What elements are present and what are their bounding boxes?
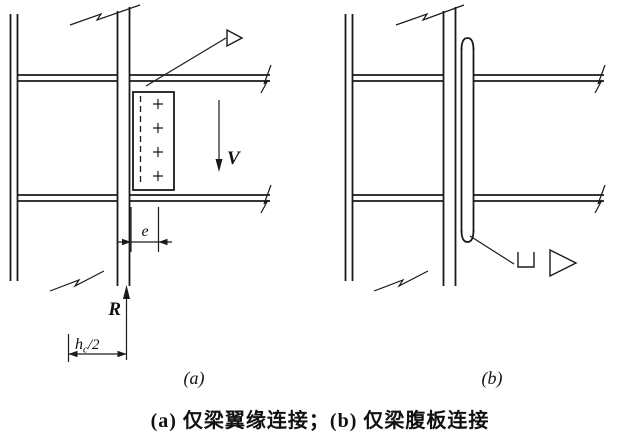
shear-force-label: V [227, 148, 241, 169]
down-arrow-icon [215, 159, 223, 172]
shear-force-arrow: V [215, 100, 241, 172]
eccentricity-dimension: e [117, 207, 172, 252]
weld-flag-icon [226, 28, 244, 48]
column-half-depth-dimension: hc/2 [67, 334, 127, 362]
figure-caption: (a) 仅梁翼缘连接；(b) 仅梁腹板连接 [150, 410, 490, 432]
half-depth-label: hc/2 [75, 336, 100, 356]
adjacent-member-a [9, 14, 19, 281]
break-symbol-top-b [395, 4, 465, 26]
break-symbol-top-a [69, 4, 141, 26]
plate-bottom-return [460, 229, 475, 243]
web-connection-plate [460, 37, 475, 243]
left-beam-flanges-a [17, 74, 117, 202]
diagram-b: (b) [344, 4, 606, 389]
weld-flag-icon [549, 248, 578, 278]
beam-break-symbols-a [260, 64, 272, 214]
dim-arrow-icon [117, 350, 127, 358]
reaction-arrow: R [107, 285, 130, 360]
column-a [116, 7, 131, 286]
eccentricity-label: e [141, 223, 148, 240]
break-symbol-bottom-a [49, 270, 105, 292]
weld-leader-a [145, 28, 244, 87]
bolt-symbols [153, 99, 163, 181]
diagram-a-label: (a) [184, 368, 205, 389]
plate-outline [132, 91, 175, 191]
column-b [442, 7, 457, 286]
diagram-a: V e R hc/2 (a) [9, 4, 272, 389]
weld-leader-b [469, 235, 578, 278]
bolted-connection-plate [132, 91, 175, 191]
up-arrow-icon [123, 285, 130, 299]
reaction-label: R [107, 299, 121, 320]
beam-a [129, 74, 270, 202]
dim-arrow-icon [68, 350, 78, 358]
break-symbol-bottom-b [373, 270, 429, 292]
beam-b [473, 74, 604, 202]
left-beam-flanges-b [352, 74, 443, 202]
dim-arrow-icon [158, 238, 168, 246]
dim-arrow-icon [122, 238, 131, 246]
adjacent-member-b [344, 14, 354, 281]
diagram-b-label: (b) [482, 368, 503, 389]
beam-break-symbols-b [594, 64, 606, 214]
plate-top-return [460, 37, 475, 51]
field-weld-symbol [517, 252, 535, 268]
